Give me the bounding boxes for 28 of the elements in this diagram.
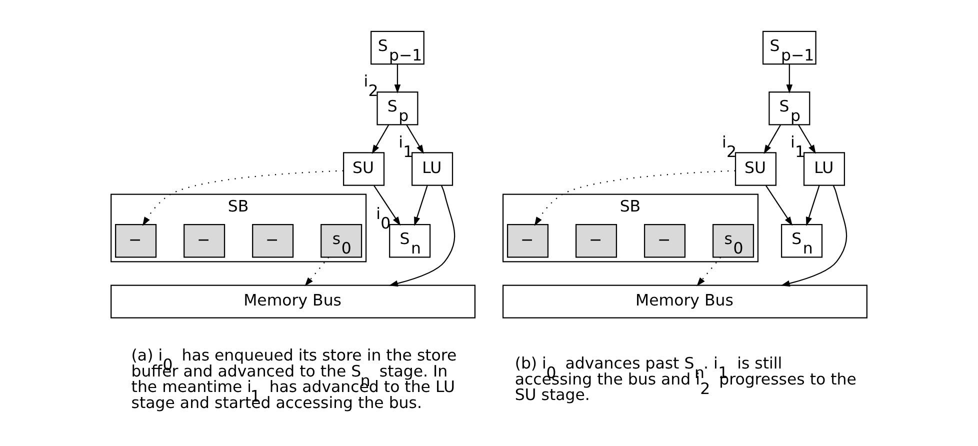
node-box: LU <box>803 152 845 186</box>
arrow <box>806 184 820 226</box>
node-box: − <box>115 224 157 258</box>
node-box: Memory Bus <box>502 284 868 318</box>
node-box: − <box>252 224 294 258</box>
arrow <box>764 124 782 154</box>
arrow <box>374 184 401 226</box>
node-box: − <box>575 224 618 258</box>
arrow <box>765 184 793 226</box>
arrow <box>798 124 816 154</box>
node-box: Memory Bus <box>110 284 476 318</box>
arrow <box>696 256 721 286</box>
arrow <box>304 256 330 286</box>
arrow <box>394 64 401 94</box>
arrow <box>406 124 424 154</box>
node-box: − <box>184 224 226 258</box>
arrow <box>786 64 793 94</box>
arrow <box>388 184 456 286</box>
arrow <box>142 170 344 226</box>
node-box: SU <box>734 152 776 186</box>
arrow <box>534 170 736 226</box>
arrow <box>414 184 428 226</box>
node-box: − <box>644 224 686 258</box>
arrow <box>372 124 390 154</box>
arrow <box>780 184 848 286</box>
node-box: − <box>506 224 549 258</box>
node-box: LU <box>412 152 454 186</box>
node-box: SU <box>343 152 385 186</box>
